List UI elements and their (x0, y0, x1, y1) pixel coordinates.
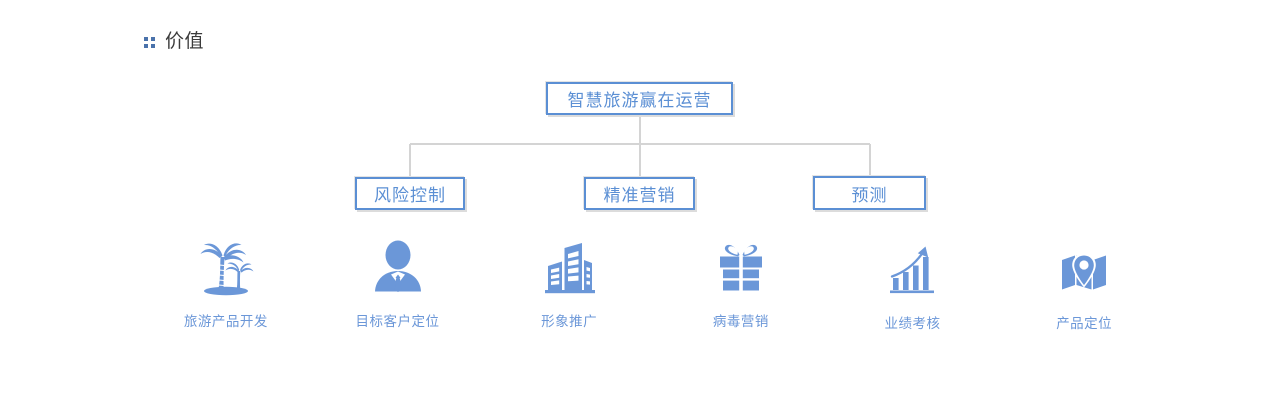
tree-node-risk-control[interactable]: 风险控制 (355, 177, 465, 210)
palm-tree-icon (195, 240, 257, 296)
icon-label: 业绩考核 (884, 316, 941, 332)
icon-label: 产品定位 (1056, 316, 1113, 332)
tree-node-precision-marketing[interactable]: 精准营销 (584, 177, 695, 210)
grid-icon-square (151, 43, 155, 48)
map-pin-icon (1055, 240, 1113, 296)
buildings-icon (540, 240, 598, 296)
icon-item-viral-marketing[interactable]: 病毒营销 (655, 240, 827, 332)
tree-node-root[interactable]: 智慧旅游赢在运营 (546, 82, 733, 115)
page-title: 价值 (165, 30, 205, 52)
bar-chart-growth-icon (884, 240, 942, 296)
grid-icon (144, 36, 155, 48)
icon-item-target-customer-positioning[interactable]: 目标客户定位 (312, 240, 484, 332)
grid-icon-square (151, 36, 155, 41)
icon-item-performance-appraisal[interactable]: 业绩考核 (827, 240, 999, 332)
icon-label: 病毒营销 (712, 314, 769, 330)
grid-icon-square (144, 36, 148, 41)
icon-item-image-promotion[interactable]: 形象推广 (483, 240, 655, 332)
gift-box-icon (712, 240, 770, 296)
section-header: 价值 (144, 32, 204, 51)
icon-label: 旅游产品开发 (183, 314, 268, 330)
icon-item-tourism-product-development[interactable]: 旅游产品开发 (140, 240, 312, 332)
icon-label: 目标客户定位 (355, 314, 440, 330)
businessman-icon (369, 240, 427, 296)
grid-icon-square (144, 43, 148, 48)
icon-row: 旅游产品开发 目标客户定位 (144, 240, 1170, 332)
icon-label: 形象推广 (541, 314, 598, 330)
tree-node-forecast[interactable]: 预测 (813, 176, 926, 210)
icon-item-product-positioning[interactable]: 产品定位 (998, 240, 1170, 332)
